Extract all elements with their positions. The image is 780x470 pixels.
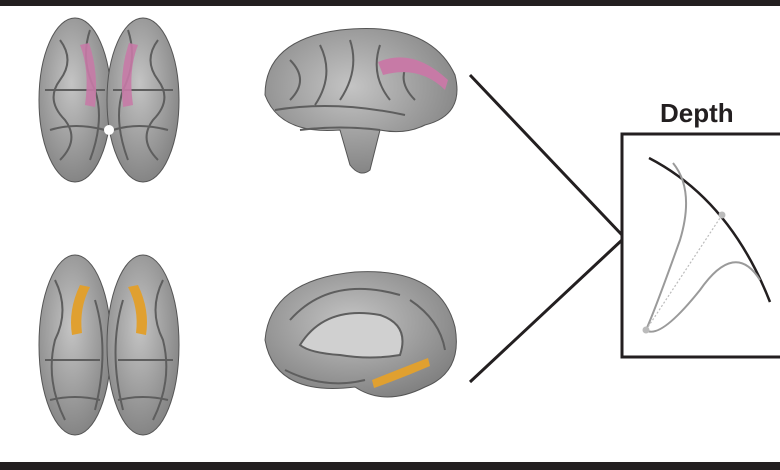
fundus-point (642, 326, 650, 334)
temporal-highlight-left (71, 285, 90, 335)
depth-box (620, 132, 780, 359)
connector-line-top (468, 73, 624, 237)
temporal-highlight-right (128, 285, 147, 335)
temporal-highlight-medial (372, 358, 430, 388)
frontal-highlight-left (80, 43, 97, 107)
brain-lateral-view (264, 27, 458, 174)
depth-measure-line (645, 214, 723, 331)
outer-surface-curve (648, 156, 772, 303)
depth-title: Depth (660, 98, 734, 128)
connector-line-bottom (468, 238, 624, 384)
surface-point (718, 211, 726, 219)
frontal-highlight-right (121, 43, 138, 107)
brain-dorsal-view (38, 17, 180, 183)
brain-medial-view (264, 271, 457, 398)
bottom-border (0, 462, 780, 470)
brain-ventral-view (38, 254, 180, 436)
frontal-highlight-lateral (378, 57, 448, 90)
top-border (0, 0, 780, 6)
